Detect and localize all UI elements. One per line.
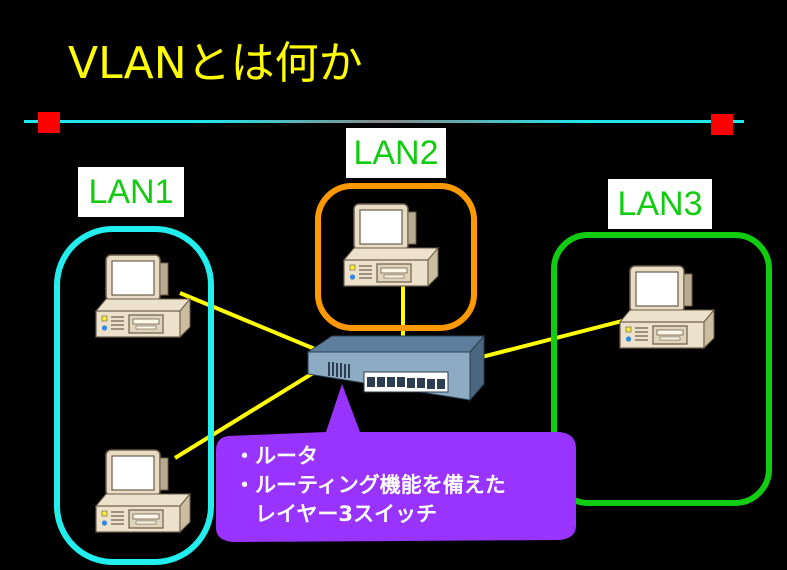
computer-icon [619,265,715,349]
slide-title: VLANとは何か [68,38,363,89]
cable-lan1-bottom [173,368,320,460]
lan1-label: LAN1 [78,167,184,217]
lan3-group-outline [551,232,772,506]
cable-lan3 [469,318,627,362]
callout-bubble [216,384,576,542]
callout-line: ・ルータ [234,444,318,468]
rule-marker-right [711,114,733,135]
lan2-label: LAN2 [346,128,446,178]
callout-line: レイヤー3スイッチ [234,502,437,526]
switch-icon [306,334,486,402]
callout-line: ・ルーティング機能を備えた [234,473,506,497]
lan1-group-outline [54,226,214,565]
computer-icon [95,254,191,338]
callout-text: ・ルータ ・ルーティング機能を備えた レイヤー3スイッチ [234,442,506,529]
computer-icon [343,203,439,287]
lan2-group-outline [315,183,477,331]
lan3-label: LAN3 [608,179,712,229]
computer-icon [95,449,191,533]
rule-marker-left [38,112,60,133]
cable-lan1-top [179,291,323,354]
title-rule [24,120,744,123]
